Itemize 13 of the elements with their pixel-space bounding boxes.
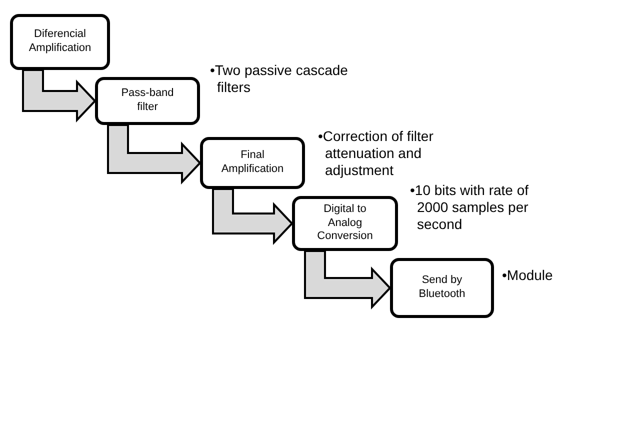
block-arrow [304, 250, 392, 310]
bullet-note: •Two passive cascade filters [210, 62, 349, 96]
process-box: Digital to Analog Conversion [292, 196, 398, 251]
process-box: Send by Bluetooth [390, 258, 494, 318]
block-arrow [212, 188, 294, 245]
process-box: Diferencial Amplification [10, 14, 110, 70]
bullet-note: •Module [502, 267, 554, 284]
process-box: Pass-band filter [95, 77, 200, 125]
block-arrow [107, 124, 202, 184]
block-arrow [22, 69, 96, 122]
bullet-note: •10 bits with rate of 2000 samples per second [410, 182, 530, 232]
bullet-note: •Correction of filter attenuation and adjustment [318, 128, 434, 178]
process-box: Final Amplification [200, 137, 305, 189]
